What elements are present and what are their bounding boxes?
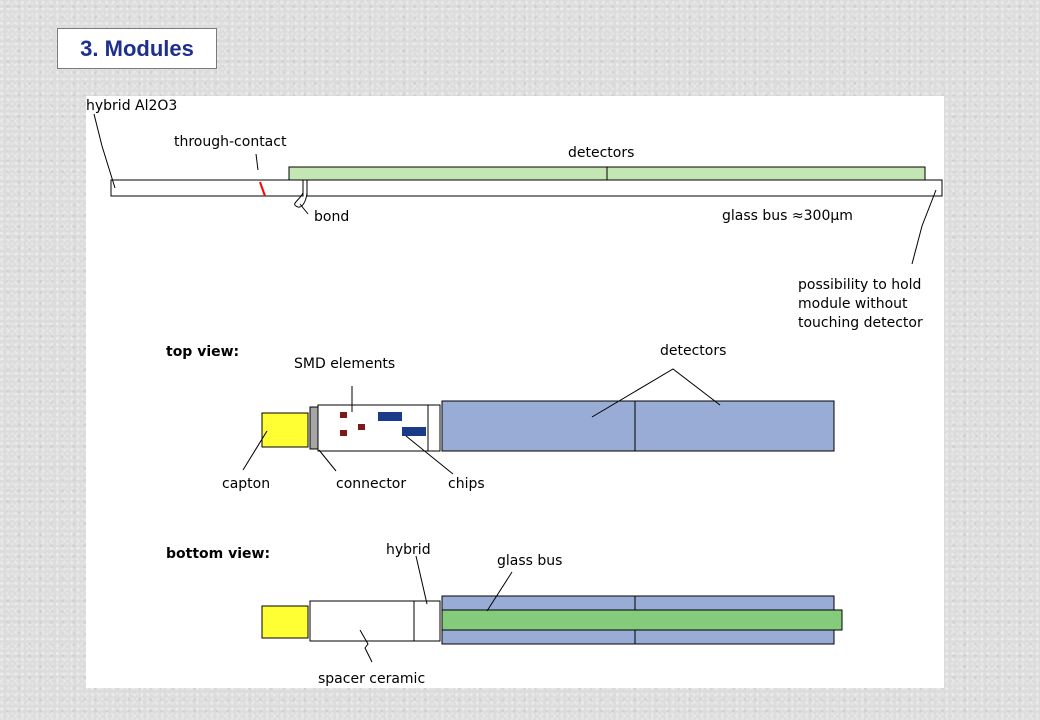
spacer-ceramic (309, 600, 415, 642)
capton-bottom (261, 605, 309, 639)
side-detectors-label: detectors (568, 145, 634, 161)
detector-top-1 (441, 400, 636, 452)
hold-leader (911, 189, 937, 265)
smd-element-1 (340, 412, 347, 418)
hybrid-substrate (110, 179, 304, 197)
hold-note-line-1: possibility to hold (798, 277, 921, 293)
hybrid-bottom (413, 600, 441, 642)
hybrid-bottom-leader (415, 555, 428, 605)
hybrid-bottom-label: hybrid (386, 542, 431, 558)
top-detectors-label: detectors (660, 343, 726, 359)
connector-top (309, 406, 319, 450)
hybrid-al2o3-label: hybrid Al2O3 (86, 98, 177, 114)
glass-bus-bottom (441, 609, 843, 631)
bottom-view-heading: bottom view: (166, 546, 270, 562)
capton-leader (242, 430, 268, 471)
top-view: top view: SMD elements detectors capton … (166, 343, 835, 492)
chip-1 (378, 412, 402, 421)
spacer-ceramic-label: spacer ceramic (318, 671, 425, 687)
bottom-view: bottom view: hybrid glass bus spacer cer… (166, 542, 843, 687)
detector-side-1 (288, 166, 608, 181)
bond-leader (299, 203, 309, 215)
hold-note-line-3: touching detector (798, 315, 923, 331)
detector-top-2 (634, 400, 835, 452)
hold-note-line-2: module without (798, 296, 908, 312)
capton-top (261, 412, 309, 448)
connector-leader (318, 449, 337, 472)
glass-bus-thickness-label: glass bus ≈300μm (722, 208, 853, 224)
connector-label: connector (336, 476, 406, 492)
module-diagram: hybrid Al2O3 through-contact detectors b… (86, 98, 943, 687)
chip-2 (402, 427, 426, 436)
smd-element-2 (358, 424, 365, 430)
diagram-panel: hybrid Al2O3 through-contact detectors b… (86, 96, 944, 688)
smd-elements-label: SMD elements (294, 356, 395, 372)
capton-label: capton (222, 476, 270, 492)
through-contact-mark (259, 181, 266, 197)
through-contact-leader (255, 153, 259, 171)
glass-bus-bottom-label: glass bus (497, 553, 562, 569)
spacer-leader (359, 629, 373, 663)
chips-leader (405, 435, 454, 475)
slide-title: 3. Modules (57, 28, 217, 69)
bond-label: bond (314, 209, 349, 225)
hybrid-leader (93, 113, 116, 189)
top-view-heading: top view: (166, 344, 239, 360)
detector-side-2 (606, 166, 926, 181)
glass-bus-bottom-leader (486, 571, 513, 612)
smd-element-3 (340, 430, 347, 436)
detectors-top-leader (591, 368, 721, 418)
through-contact-label: through-contact (174, 134, 287, 150)
bond-wire (294, 192, 308, 208)
chips-label: chips (448, 476, 485, 492)
side-view: hybrid Al2O3 through-contact detectors b… (86, 98, 943, 331)
glass-bus-side (306, 179, 943, 197)
